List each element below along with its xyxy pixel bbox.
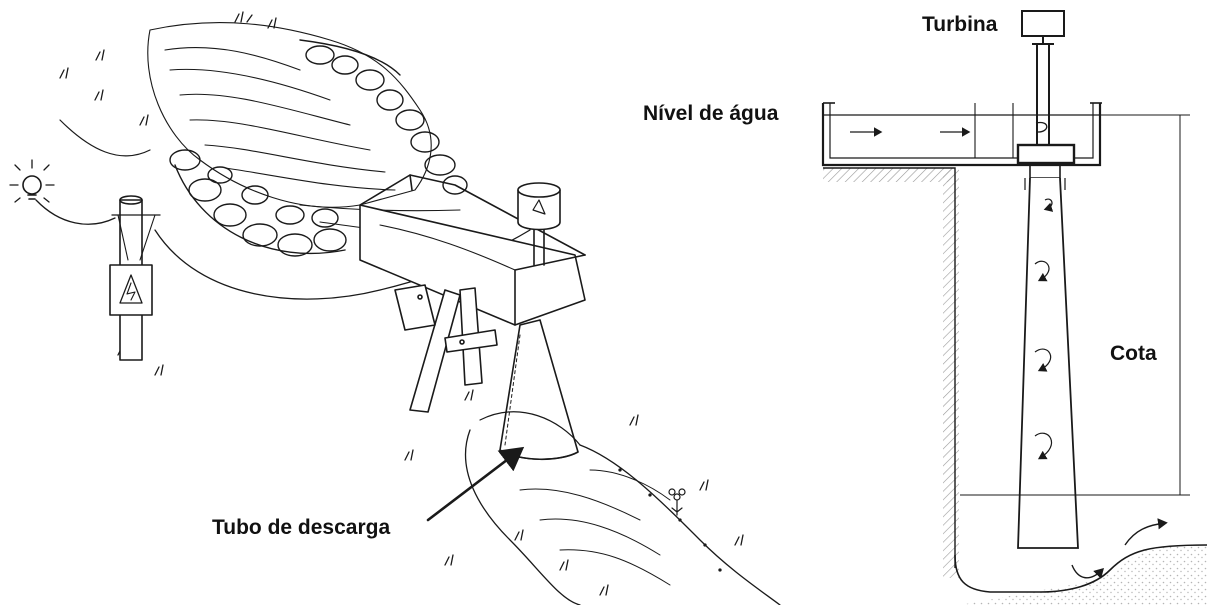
label-cota: Cota [1110,342,1157,365]
draft-tube-section [1017,177,1079,549]
label-nivel-de-agua: Nível de água [643,102,779,125]
ground-top-left [823,168,955,182]
stone-bank-bottom [169,149,347,257]
ground-wall [943,168,959,578]
electrical-box-icon [109,264,153,316]
label-tubo-de-descarga: Tubo de descarga [212,516,391,539]
support-frame [394,284,498,413]
flower-icon [668,488,686,516]
hillside [59,119,151,157]
turbine-housing [1016,143,1076,165]
hazard-symbol-icon [119,274,143,304]
generator [517,182,561,266]
draft-tube [499,319,579,461]
head-tank [821,102,1102,167]
generator-box [1021,10,1065,37]
cross-section [821,10,1207,605]
stone-bank-top [299,39,468,195]
tailwater [954,518,1207,605]
turbine-assembly [1016,10,1076,190]
stream [465,411,781,605]
hydro-sketch [9,11,781,605]
tube-pointer-arrow [426,446,525,522]
power-wire [35,199,116,225]
light-bulb-icon [9,159,55,203]
label-turbina: Turbina [922,13,998,36]
cota-dimension [960,114,1190,496]
channel-water [147,22,501,246]
